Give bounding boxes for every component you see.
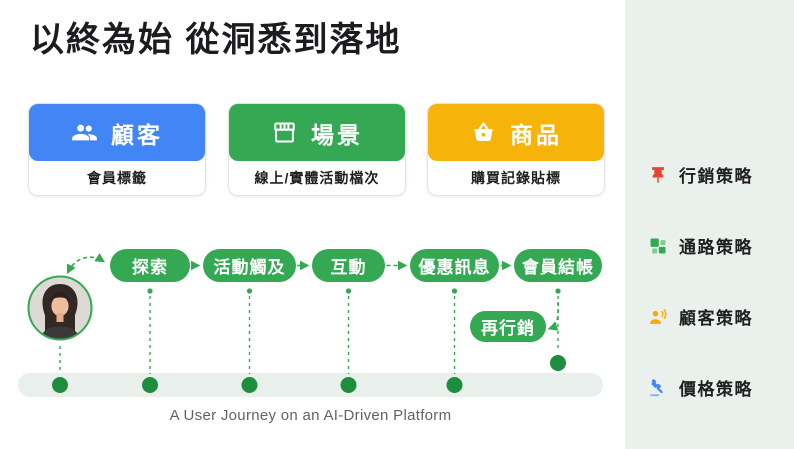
sidebar-item-marketing-strategy: 行銷策略 <box>648 162 753 187</box>
card-scene-label: 場景 <box>311 121 363 148</box>
basket-icon <box>474 121 493 141</box>
card-scene-sub: 線上/實體活動檔次 <box>254 170 380 186</box>
journey-step-member-checkout: 會員結帳 <box>514 249 602 282</box>
journey-caption: A User Journey on an AI-Driven Platform <box>169 407 452 424</box>
timeline-dot <box>142 377 158 393</box>
sidebar-item-customer-strategy: 顧客策略 <box>648 304 753 329</box>
storefront-icon <box>274 122 295 143</box>
page-title: 以終為始 從洞悉到落地 <box>30 21 402 59</box>
timeline-dot <box>52 377 68 393</box>
sidebar-item-channel-strategy: 通路策略 <box>648 233 753 258</box>
card-product-sub: 購買記錄貼標 <box>471 170 561 186</box>
voice-person-icon <box>650 308 667 324</box>
sidebar-item-price-strategy: 價格策略 <box>648 375 753 400</box>
card-product: 商品 購買記錄貼標 <box>427 103 605 196</box>
grid-icon <box>650 238 666 253</box>
strategy-list: 行銷策略 通路策略 顧客策略 <box>648 162 753 400</box>
timeline-track <box>18 373 603 397</box>
timeline-dot-raised <box>550 355 566 371</box>
people-icon <box>72 124 97 141</box>
card-customer: 顧客 會員標籤 <box>28 103 206 196</box>
strategy-sidebar: 行銷策略 通路策略 顧客策略 <box>625 0 794 449</box>
sidebar-item-label: 價格策略 <box>679 380 753 399</box>
timeline-dot <box>241 377 258 393</box>
gavel-icon <box>650 378 663 396</box>
timeline-dot <box>446 377 463 393</box>
card-customer-label: 顧客 <box>111 121 163 148</box>
journey-step-explore: 探索 <box>110 249 190 282</box>
journey-step-interact: 互動 <box>312 249 385 282</box>
journey-step-remarketing: 再行銷 <box>470 311 546 342</box>
card-customer-header: 顧客 <box>29 104 205 161</box>
sidebar-item-label: 顧客策略 <box>679 309 753 328</box>
card-product-label: 商品 <box>510 121 562 148</box>
pushpin-icon <box>652 166 664 183</box>
journey-step-campaign-reach: 活動觸及 <box>203 249 296 282</box>
sidebar-item-label: 行銷策略 <box>679 167 753 186</box>
timeline-dot <box>340 377 357 393</box>
sidebar-item-label: 通路策略 <box>679 238 753 257</box>
card-scene-header: 場景 <box>229 104 405 161</box>
user-avatar <box>27 275 93 341</box>
card-scene: 場景 線上/實體活動檔次 <box>228 103 406 196</box>
card-product-header: 商品 <box>428 104 604 161</box>
journey-step-offer-message: 優惠訊息 <box>410 249 499 282</box>
card-customer-sub: 會員標籤 <box>87 170 147 186</box>
